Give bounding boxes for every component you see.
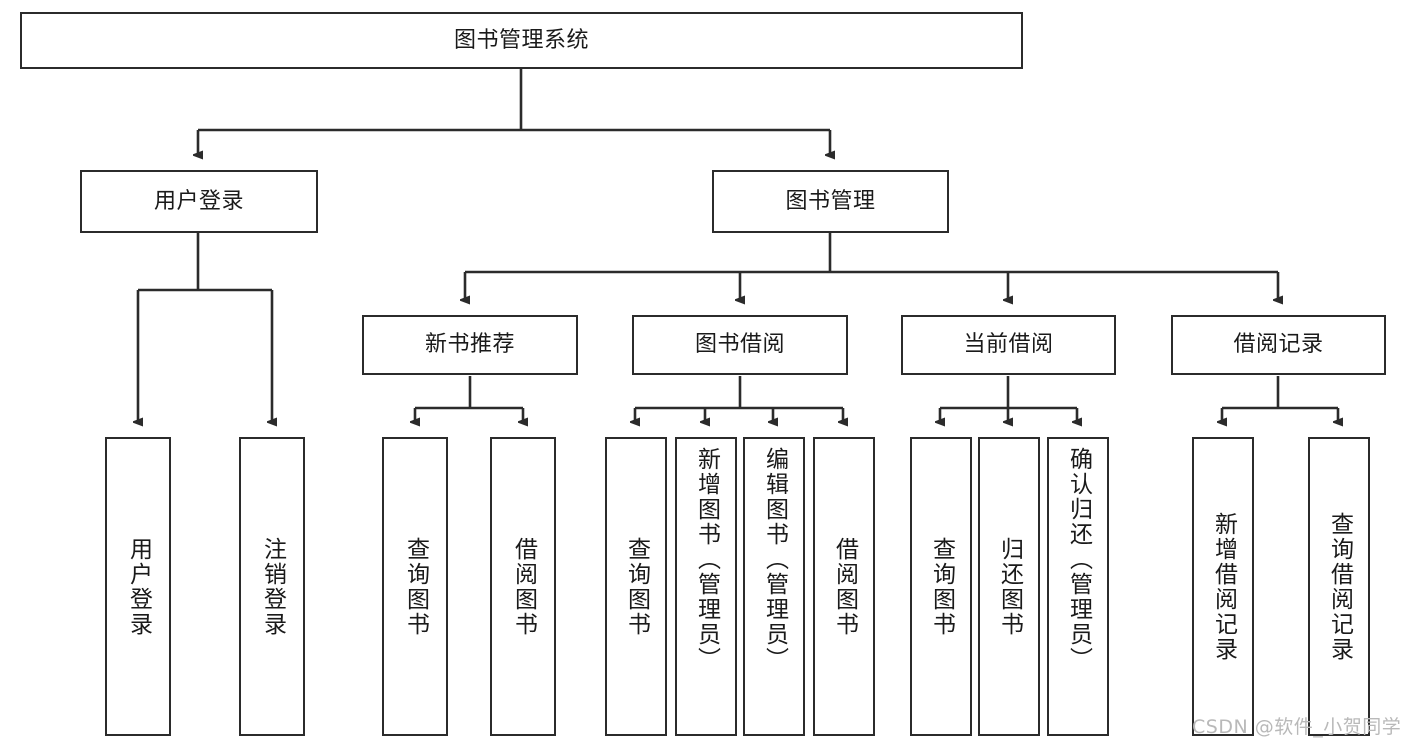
leaf-current-borrow-confirm[interactable]: 确认归还（管理员） [1047, 437, 1109, 736]
csdn-watermark: CSDN @软件_小贺同学 [1192, 716, 1402, 738]
leaf-new-book-query-label: 查询图书 [402, 536, 429, 637]
node-root[interactable]: 图书管理系统 [20, 12, 1023, 69]
leaf-borrow-record-add-label: 新增借阅记录 [1210, 511, 1237, 662]
leaf-book-borrow-borrow-label: 借阅图书 [831, 536, 858, 637]
leaf-book-borrow-query-label: 查询图书 [623, 536, 650, 637]
node-current-borrow-label: 当前借阅 [963, 332, 1054, 358]
leaf-new-book-borrow-label: 借阅图书 [510, 536, 537, 637]
node-new-book-recommend[interactable]: 新书推荐 [362, 315, 578, 375]
leaf-book-borrow-edit-label: 编辑图书（管理员） [761, 447, 788, 672]
node-book-borrow[interactable]: 图书借阅 [632, 315, 848, 375]
leaf-borrow-record-query[interactable]: 查询借阅记录 [1308, 437, 1370, 736]
leaf-borrow-record-add[interactable]: 新增借阅记录 [1192, 437, 1254, 736]
leaf-current-borrow-return[interactable]: 归还图书 [978, 437, 1040, 736]
node-borrow-record[interactable]: 借阅记录 [1171, 315, 1386, 375]
leaf-user-login-signout[interactable]: 注销登录 [239, 437, 305, 736]
node-current-borrow[interactable]: 当前借阅 [901, 315, 1116, 375]
leaf-current-borrow-query-label: 查询图书 [928, 536, 955, 637]
node-root-label: 图书管理系统 [453, 27, 589, 53]
leaf-borrow-record-query-label: 查询借阅记录 [1326, 511, 1353, 662]
node-user-login[interactable]: 用户登录 [80, 170, 318, 233]
leaf-new-book-query[interactable]: 查询图书 [382, 437, 448, 736]
leaf-user-login-signout-label: 注销登录 [259, 536, 286, 637]
node-book-management-label: 图书管理 [785, 188, 876, 214]
node-book-management[interactable]: 图书管理 [712, 170, 949, 233]
leaf-current-borrow-return-label: 归还图书 [996, 536, 1023, 637]
leaf-current-borrow-query[interactable]: 查询图书 [910, 437, 972, 736]
leaf-book-borrow-edit[interactable]: 编辑图书（管理员） [743, 437, 805, 736]
leaf-user-login-signin-label: 用户登录 [125, 536, 152, 637]
leaf-current-borrow-confirm-label: 确认归还（管理员） [1065, 447, 1092, 672]
leaf-book-borrow-add-label: 新增图书（管理员） [693, 447, 720, 672]
leaf-book-borrow-borrow[interactable]: 借阅图书 [813, 437, 875, 736]
node-user-login-label: 用户登录 [153, 188, 244, 214]
leaf-user-login-signin[interactable]: 用户登录 [105, 437, 171, 736]
leaf-book-borrow-query[interactable]: 查询图书 [605, 437, 667, 736]
node-borrow-record-label: 借阅记录 [1233, 332, 1324, 358]
node-book-borrow-label: 图书借阅 [694, 332, 785, 358]
node-new-book-recommend-label: 新书推荐 [424, 332, 515, 358]
leaf-book-borrow-add[interactable]: 新增图书（管理员） [675, 437, 737, 736]
leaf-new-book-borrow[interactable]: 借阅图书 [490, 437, 556, 736]
